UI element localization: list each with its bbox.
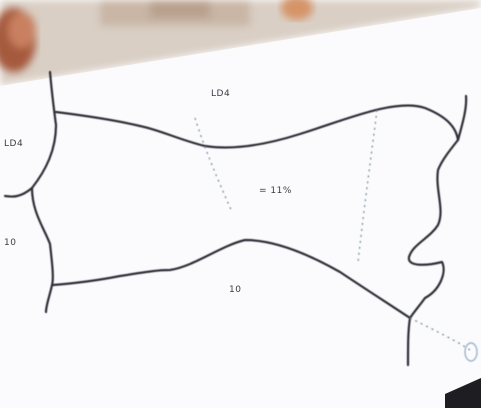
region-label-center: = 11% (259, 186, 292, 196)
region-label-left-lower: 10 (4, 238, 16, 248)
region-label-top: LD4 (211, 89, 230, 99)
region-label-left-upper: LD4 (4, 139, 23, 149)
region-label-bottom: 10 (229, 285, 241, 295)
